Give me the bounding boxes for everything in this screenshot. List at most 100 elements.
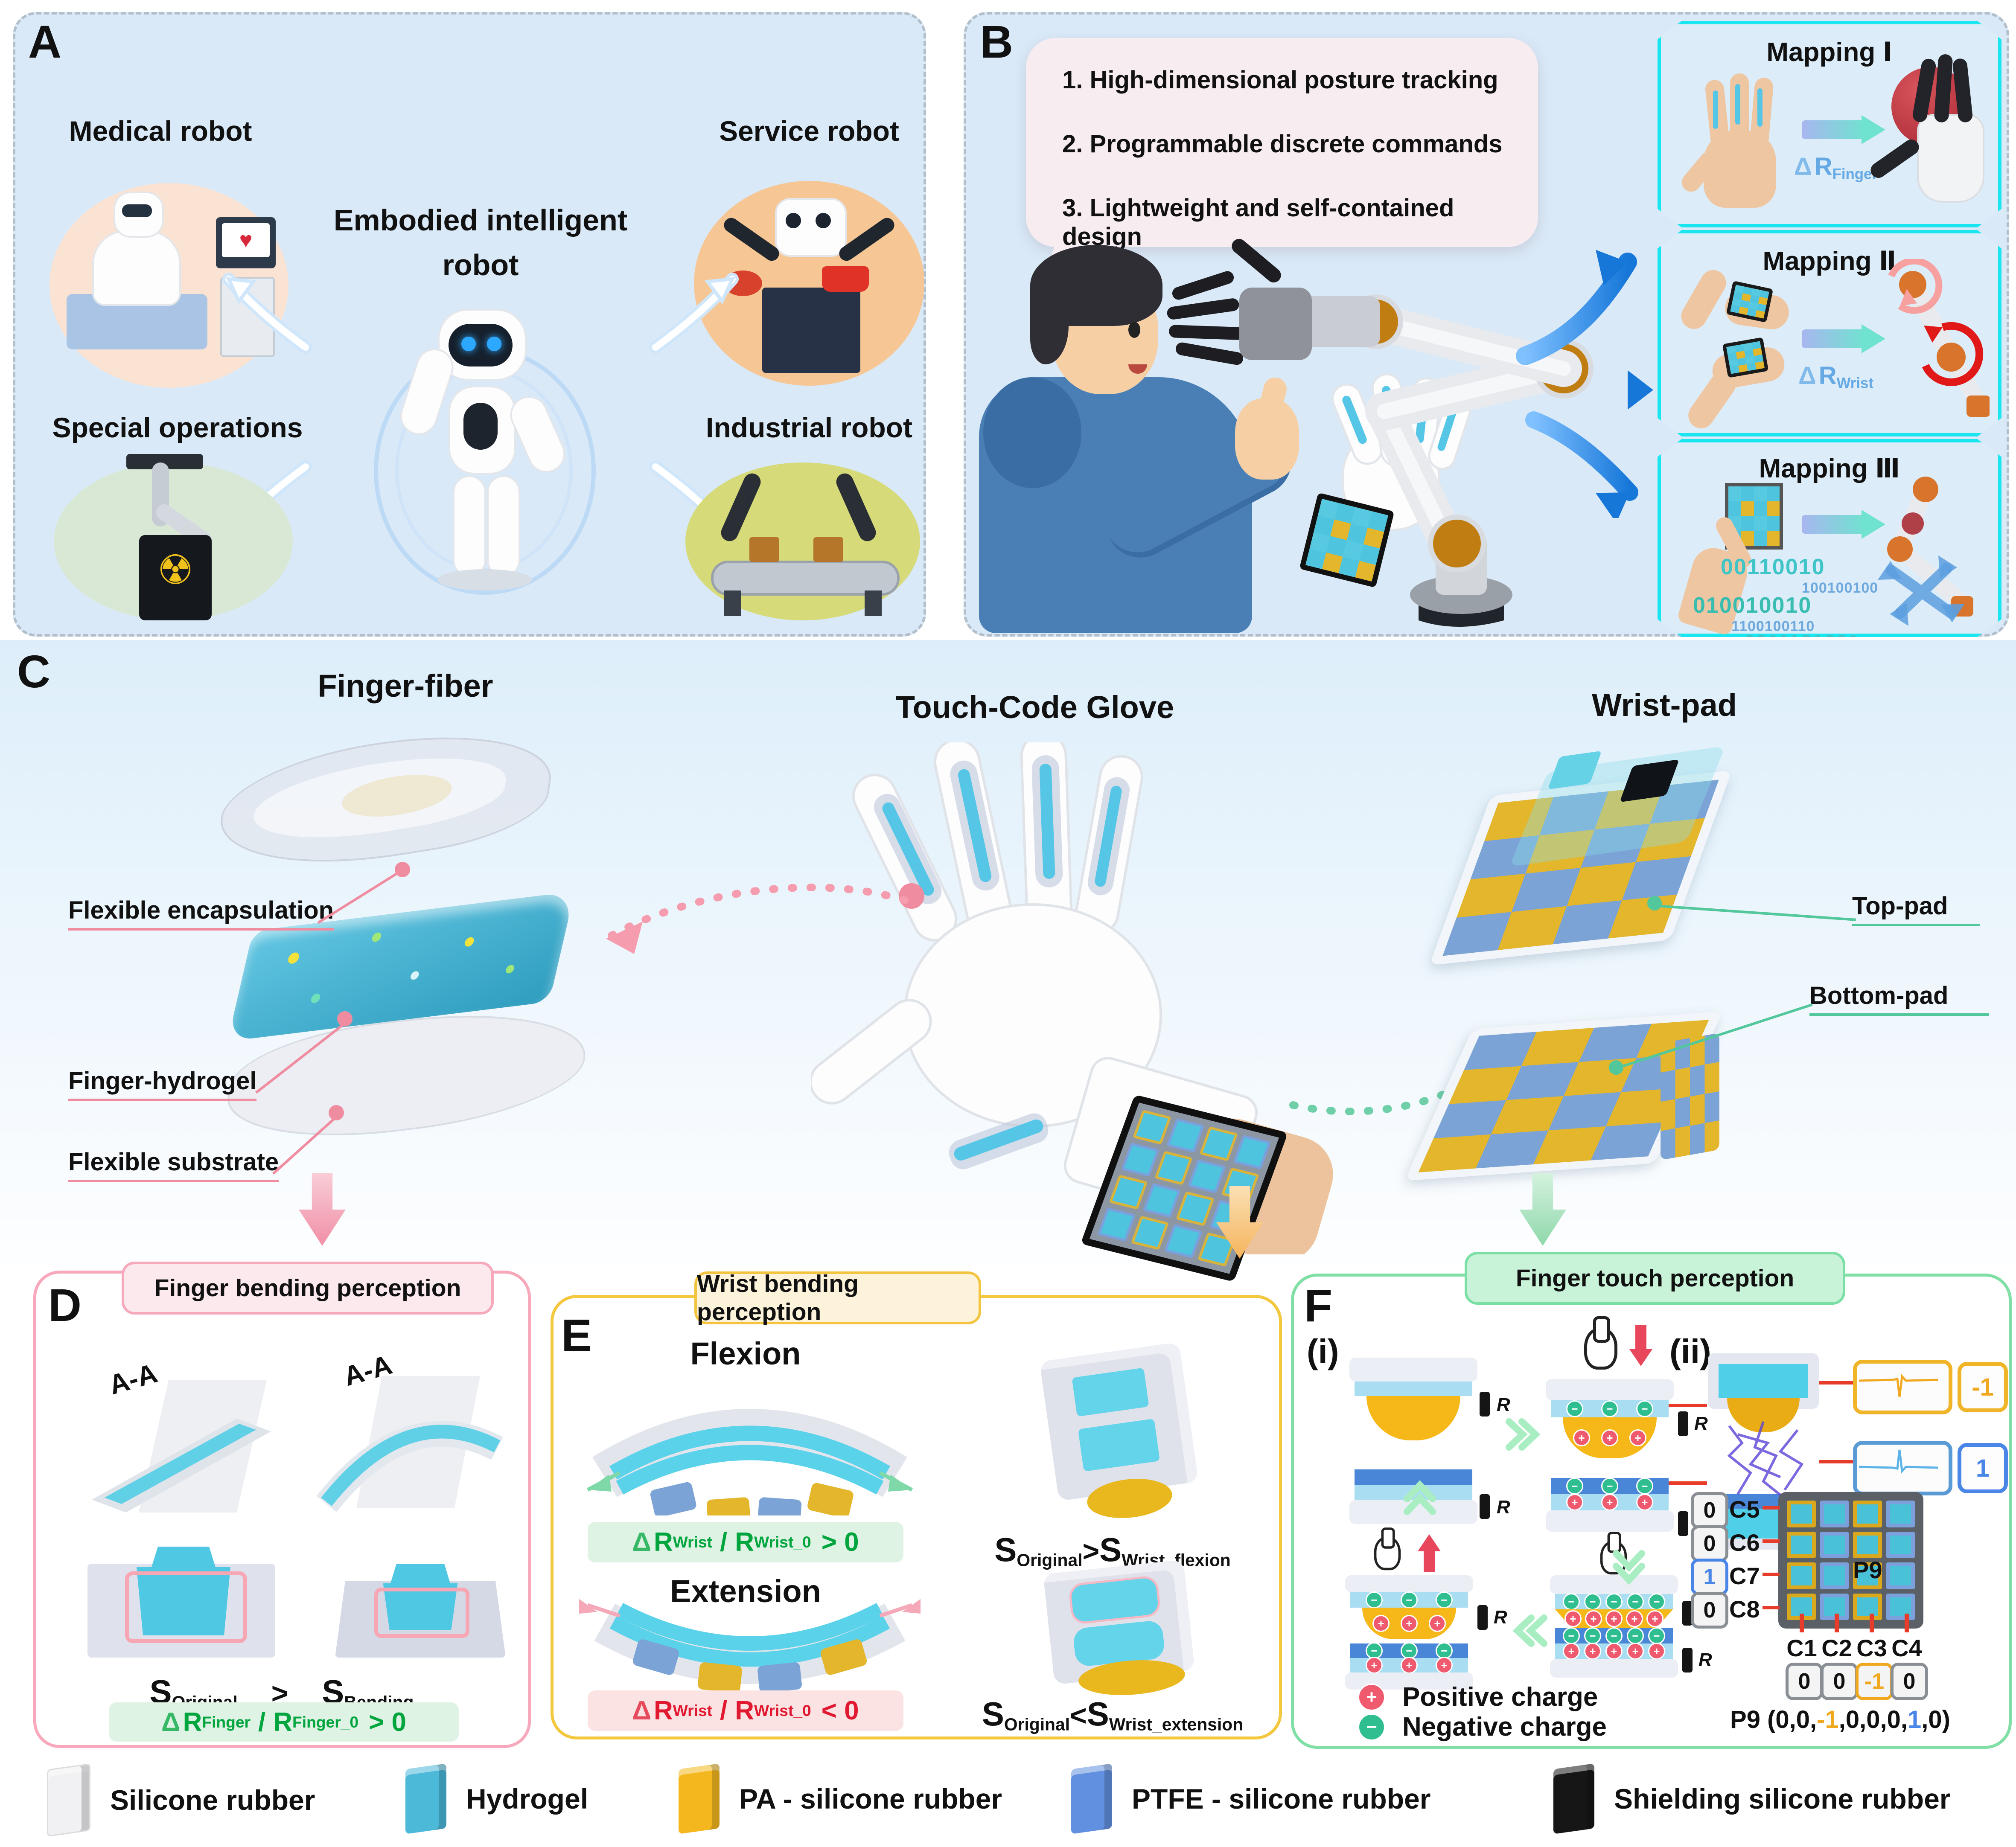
legend-hydrogel: Hydrogel <box>405 1763 588 1834</box>
extension-graphic <box>579 1597 921 1693</box>
touch-cycle-stage-pressing: −−− +++ R −−− +++ R <box>1546 1316 1708 1541</box>
finger-fiber-down-arrow <box>299 1173 346 1246</box>
extension-block-graphic <box>1023 1559 1224 1699</box>
mapping-3-box: Mapping Ⅲ 00110010 100100100 010010010 1… <box>1658 439 2001 637</box>
bubble-bullet-2: 2. Programmable discrete commands <box>1062 130 1503 158</box>
cooking-pot <box>822 266 869 292</box>
finger-press-icon <box>1584 1316 1617 1370</box>
speech-bubble: 1. High-dimensional posture tracking 2. … <box>1026 38 1538 276</box>
row-c6-value: 0 <box>1691 1525 1728 1562</box>
strip-flat-graphic <box>92 1380 271 1513</box>
col-c4-label: C4 <box>1891 1635 1922 1661</box>
mapping-2-title: Mapping Ⅱ <box>1763 247 1897 276</box>
mapping-1-arrow <box>1802 120 1866 139</box>
binary-code-2: 100100100 <box>1802 580 1879 596</box>
negative-charge-icon: − <box>1358 1713 1385 1741</box>
shielding-silicone-swatch <box>1553 1763 1594 1834</box>
binary-code-4: 1100100110 <box>1731 618 1815 634</box>
radioactive-barrel <box>139 535 212 620</box>
touch-cycle-stage-releasing: −−− +++ −−− +++ R <box>1345 1527 1507 1690</box>
mapping-1-title: Mapping Ⅰ <box>1766 38 1893 67</box>
positive-waveform-box <box>1853 1441 1952 1495</box>
panel-e-letter: E <box>561 1309 592 1361</box>
finger-hydrogel-layer <box>227 891 575 1041</box>
label-ii: (ii) <box>1669 1332 1711 1370</box>
row-c8-label: C8 <box>1729 1596 1760 1623</box>
human-hand-graphic <box>1678 71 1789 208</box>
wrist-flex-hand-up <box>1676 265 1791 340</box>
s-wrist-flexion: SOriginal>SWrist_flexion <box>994 1531 1231 1570</box>
flexion-title: Flexion <box>690 1336 801 1371</box>
command-arrows <box>1500 250 1653 518</box>
pa-silicone-swatch <box>679 1763 720 1834</box>
finger-fiber-title: Finger-fiber <box>318 668 493 704</box>
binary-code-1: 00110010 <box>1721 555 1825 579</box>
section-c-letter: C <box>17 646 50 697</box>
person-mouth <box>1128 364 1147 374</box>
embodied-robot-title: Embodied intelligent robot <box>333 204 628 282</box>
flexion-block-graphic <box>1023 1342 1224 1522</box>
strip-bent-graphic <box>316 1376 503 1512</box>
special-operations-label: Special operations <box>52 412 303 443</box>
row-c8-value: 0 <box>1691 1592 1728 1629</box>
silicone-rubber-swatch <box>47 1763 90 1837</box>
service-robot-head <box>775 198 847 257</box>
radiation-icon: ☢ <box>157 547 194 593</box>
flexible-substrate-layer <box>212 995 602 1155</box>
cycle-arrow-up <box>1404 1480 1436 1515</box>
top-pad-illustration <box>1429 746 1750 969</box>
rotating-joints-graphic <box>1888 259 1990 417</box>
row-c7-value: 1 <box>1691 1559 1728 1595</box>
panel-a-letter: A <box>28 16 61 67</box>
label-top-pad: Top-pad <box>1852 892 1980 926</box>
row-c5-value: 0 <box>1691 1492 1728 1529</box>
panel-f: Finger touch perception F (i) R R −−− <box>1291 1252 2012 1749</box>
legend-pa-silicone: PA - silicone rubber <box>679 1763 1002 1834</box>
row-c6-label: C6 <box>1729 1529 1760 1556</box>
cross-section-bending <box>335 1564 506 1658</box>
surgeon-robot-body <box>92 230 181 306</box>
cross-section-original <box>87 1547 275 1658</box>
ptfe-silicone-swatch <box>1071 1763 1112 1834</box>
output-positive-badge: 1 <box>1958 1443 2008 1493</box>
col-c3-label: C3 <box>1856 1635 1887 1661</box>
binary-code-3: 010010010 <box>1693 593 1812 618</box>
central-robot-illustration <box>357 296 604 629</box>
mapping-2-arrow <box>1802 329 1866 348</box>
service-robot-label: Service robot <box>719 115 899 147</box>
bubble-bullet-1: 1. High-dimensional posture tracking <box>1062 66 1498 94</box>
robot-arm-xyz-graphic <box>1878 477 1973 626</box>
label-flexible-substrate: Flexible substrate <box>68 1148 279 1182</box>
label-bottom-pad: Bottom-pad <box>1809 981 1989 1016</box>
person-illustration <box>979 236 1475 633</box>
col-c4-value: 0 <box>1891 1663 1928 1700</box>
label-flexible-encapsulation: Flexible encapsulation <box>68 896 334 931</box>
bubble-bullet-3: 3. Lightweight and self-contained design <box>1062 194 1454 250</box>
section-c: C Finger-fiber Flexible encapsulation Fi… <box>0 640 2016 1282</box>
person-eye <box>1128 322 1140 338</box>
touch-cycle-stage-separated: R R <box>1349 1358 1510 1541</box>
p9-vector-text: P9 (0,0,-1,0,0,0,1,0) <box>1730 1706 1950 1734</box>
flexion-graphic <box>586 1409 913 1515</box>
positive-charge-legend: + Positive charge <box>1358 1682 1598 1712</box>
col-c1-value: 0 <box>1786 1663 1823 1700</box>
col-c1-label: C1 <box>1786 1635 1817 1661</box>
col-c3-value: -1 <box>1856 1663 1893 1700</box>
flexible-encapsulation-layer <box>201 714 576 885</box>
wrist-pad-title: Wrist-pad <box>1592 687 1737 723</box>
bottom-pad-illustration <box>1404 981 1728 1195</box>
special-operations-illustration: ☢ <box>54 454 301 625</box>
negative-charge-legend: − Negative charge <box>1358 1712 1607 1742</box>
output-negative-badge: -1 <box>1958 1362 2008 1412</box>
robot-leg-left <box>453 475 486 577</box>
legend-ptfe-silicone: PTFE - silicone rubber <box>1071 1763 1430 1834</box>
pixel-p9-label: P9 <box>1853 1556 1882 1583</box>
wrist-flex-hand-down <box>1683 337 1789 433</box>
conveyor <box>711 561 900 596</box>
